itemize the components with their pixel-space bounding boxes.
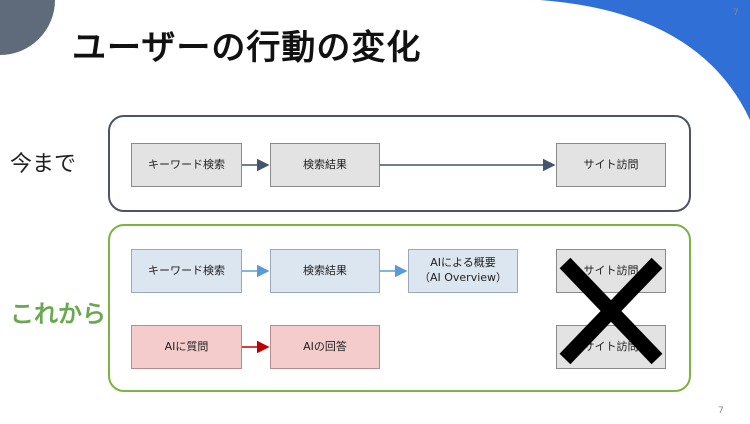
node-future-search-results: 検索結果 [270, 249, 380, 293]
panel-future [108, 224, 691, 392]
node-now-search-results: 検索結果 [270, 143, 380, 187]
panel-now [108, 115, 691, 212]
page-number-top: 7 [733, 8, 739, 18]
page-number-bottom: 7 [718, 406, 724, 416]
node-now-keyword-search: キーワード検索 [131, 143, 242, 187]
x-mark-icon [559, 257, 663, 365]
node-future-ai-answer: AIの回答 [270, 325, 380, 369]
node-future-ai-overview: AIによる概要 （AI Overview） [408, 249, 518, 293]
corner-circle [0, 0, 55, 55]
page-title: ユーザーの行動の変化 [72, 28, 422, 68]
node-future-keyword-search: キーワード検索 [131, 249, 242, 293]
node-now-site-visit: サイト訪問 [556, 143, 666, 187]
label-now: 今まで [10, 152, 77, 177]
label-future: これから [10, 300, 106, 328]
node-future-ask-ai: AIに質問 [131, 325, 242, 369]
